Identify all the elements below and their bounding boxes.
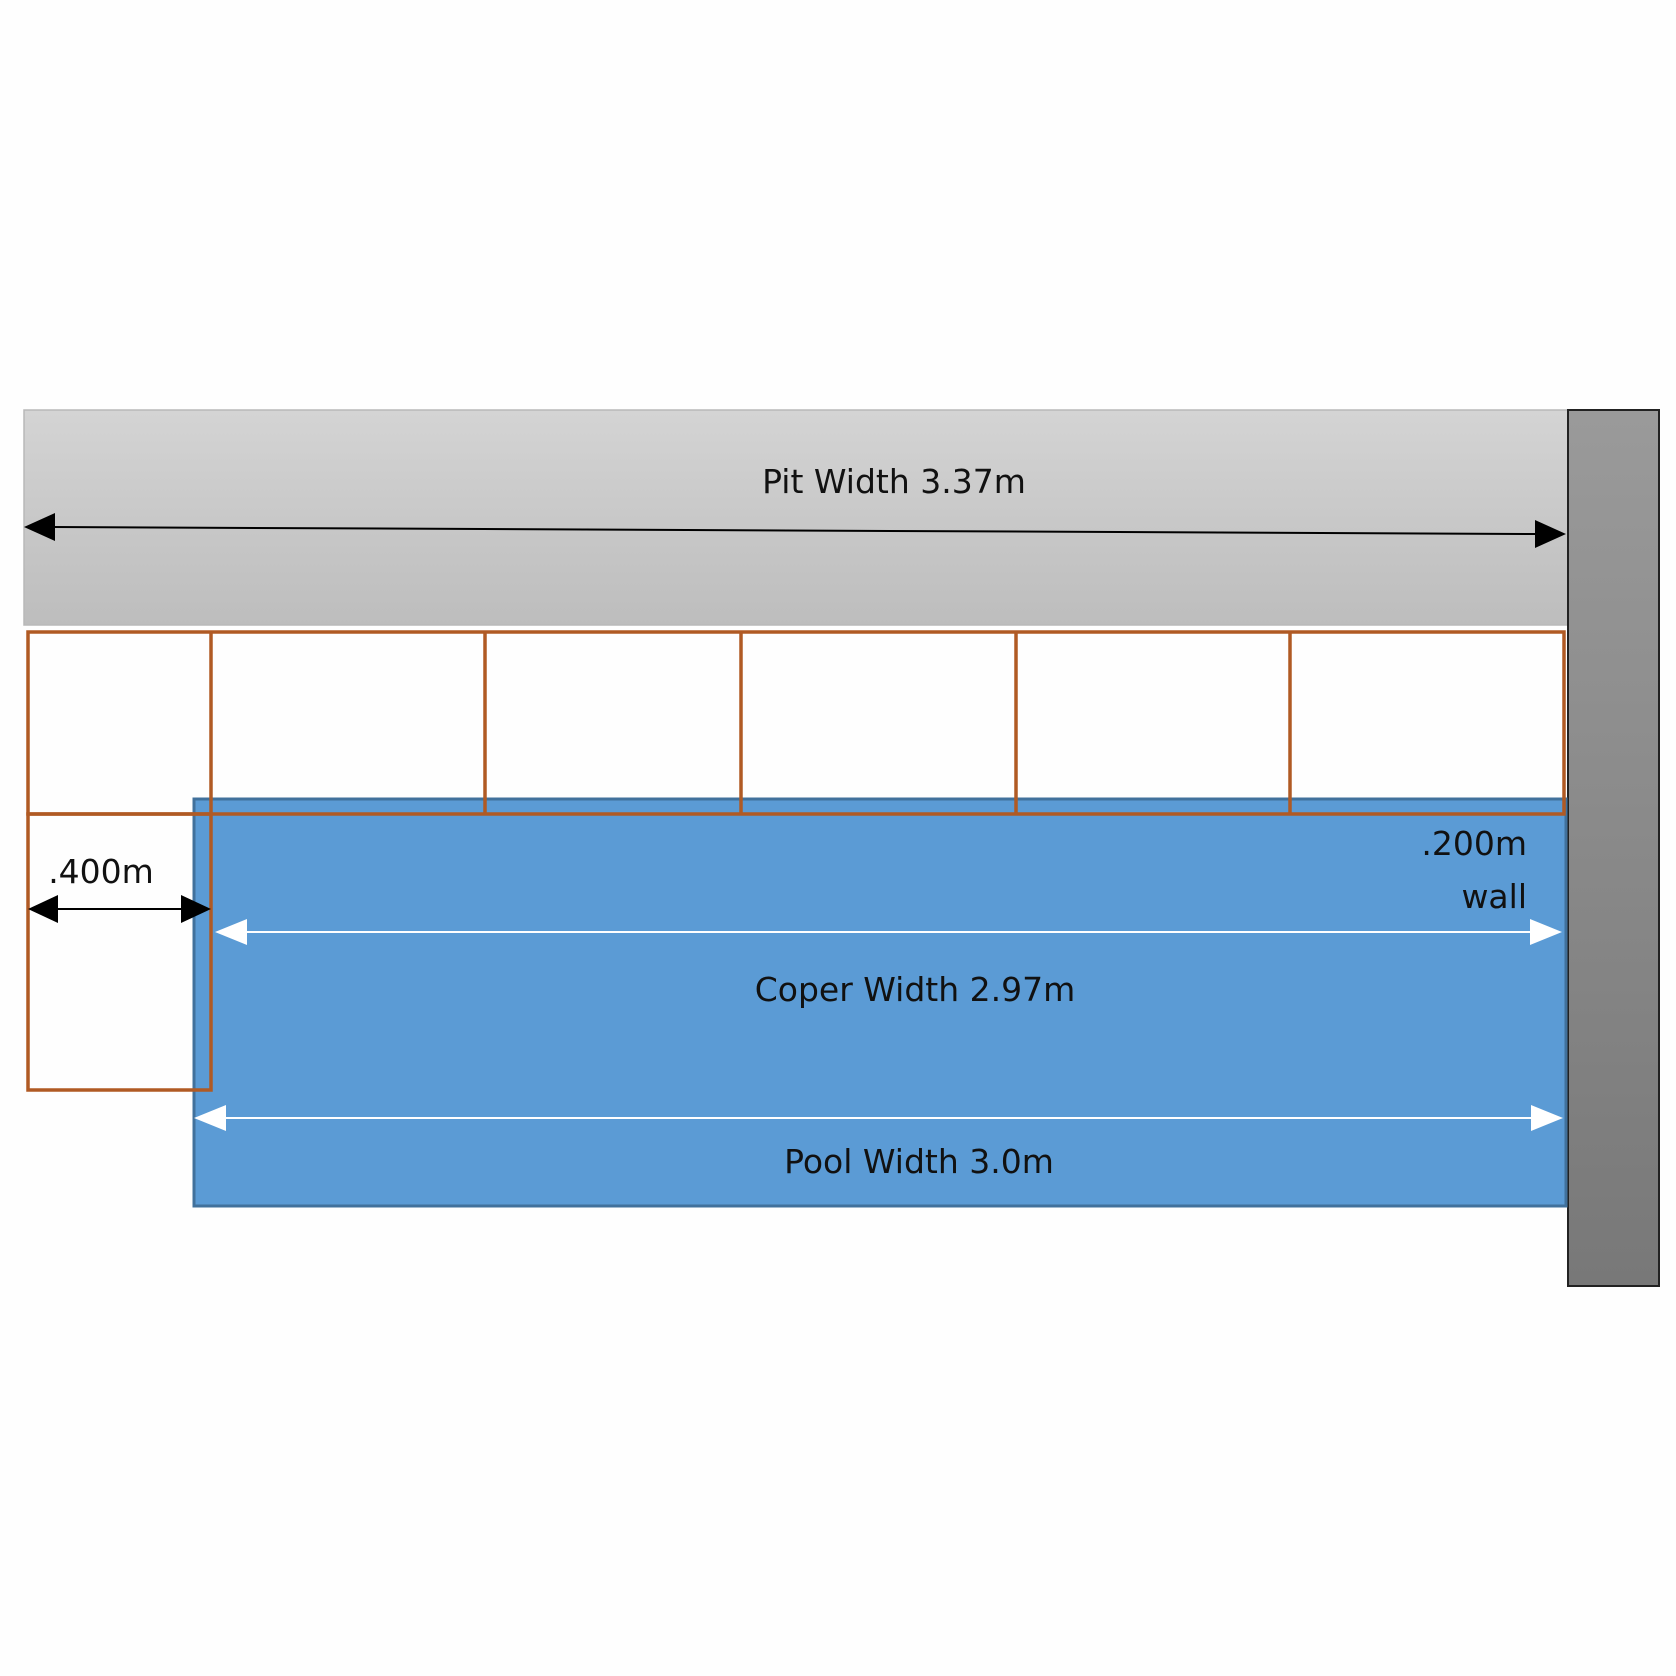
pool-width-arrow — [194, 1105, 1563, 1131]
pool-width-label: Pool Width 3.0m — [784, 1142, 1054, 1181]
arrowhead — [215, 919, 247, 945]
coper-row — [26, 630, 1566, 1092]
arrowhead — [181, 895, 211, 923]
pit-width-label: Pit Width 3.37m — [762, 462, 1026, 501]
arrowhead — [28, 895, 58, 923]
arrowhead — [194, 1105, 226, 1131]
arrowhead — [24, 513, 55, 541]
coper-width-arrow — [215, 919, 1562, 945]
arrowhead — [1530, 919, 1562, 945]
coper-offset-label: .400m — [48, 852, 154, 891]
wall-thickness-label: .200m — [1421, 824, 1527, 863]
arrowhead — [1535, 520, 1566, 548]
pit-area — [23, 409, 1569, 626]
wall — [1567, 409, 1660, 1287]
pit-width-arrow — [24, 513, 1566, 548]
wall-word-label: wall — [1461, 877, 1527, 916]
coper-row-outline — [26, 630, 1566, 816]
coper-offset-arrow — [28, 895, 211, 923]
arrowhead — [1531, 1105, 1563, 1131]
corner-coper-outline — [26, 812, 213, 1092]
coper-width-label: Coper Width 2.97m — [755, 970, 1076, 1009]
pool-area — [192, 797, 1568, 1208]
